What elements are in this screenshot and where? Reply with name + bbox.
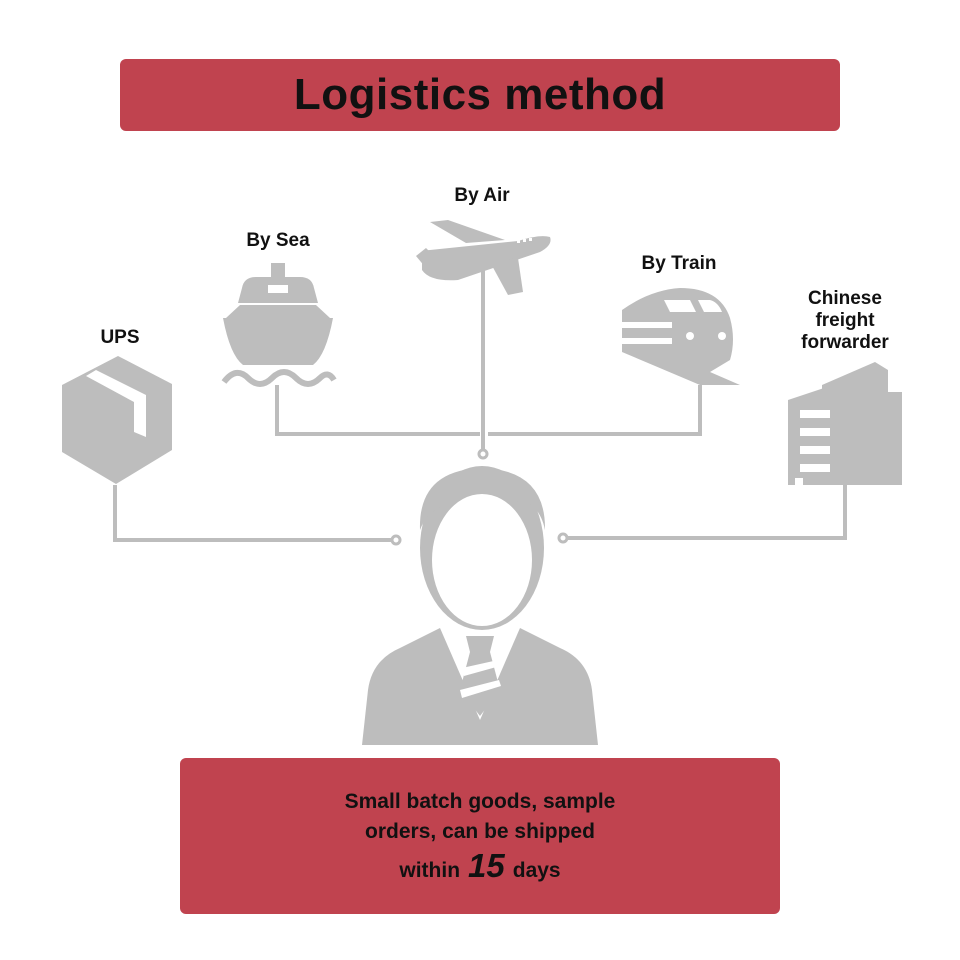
label-by-train: By Train — [641, 253, 717, 274]
connector-dot-ups — [390, 534, 402, 546]
businessman-icon — [362, 466, 598, 745]
label-forwarder-line1: Chinese — [808, 288, 882, 309]
note-box: Small batch goods, sample orders, can be… — [180, 758, 780, 914]
note-line-2: orders, can be shipped — [365, 819, 595, 843]
building-icon — [788, 362, 902, 485]
connector-dot-forwarder — [557, 532, 569, 544]
note-line-3: within 15 days — [399, 846, 561, 886]
page-title: Logistics method — [293, 70, 667, 119]
note-within: within — [399, 858, 461, 882]
connector-train — [488, 385, 702, 436]
connector-dots — [390, 448, 569, 546]
label-forwarder-line3: forwarder — [801, 332, 889, 353]
label-chinese-freight-forwarder: Chinese freight forwarder — [780, 288, 910, 354]
note-line-1: Small batch goods, sample — [344, 789, 616, 813]
connector-ups — [113, 485, 392, 542]
airplane-icon — [416, 220, 551, 295]
label-ups: UPS — [100, 327, 140, 348]
connector-sea — [275, 385, 480, 436]
title-banner: Logistics method — [120, 59, 840, 131]
note-days-word: days — [512, 858, 561, 882]
note-days-number: 15 — [468, 846, 505, 884]
label-by-air: By Air — [454, 185, 510, 206]
connector-dot-center — [477, 448, 489, 460]
label-forwarder-line2: freight — [815, 310, 875, 331]
connector-lines — [113, 262, 847, 542]
label-by-sea: By Sea — [246, 230, 310, 251]
ship-icon — [221, 263, 337, 387]
connector-forwarder — [566, 485, 847, 540]
package-icon — [62, 356, 172, 484]
train-icon — [622, 288, 740, 385]
